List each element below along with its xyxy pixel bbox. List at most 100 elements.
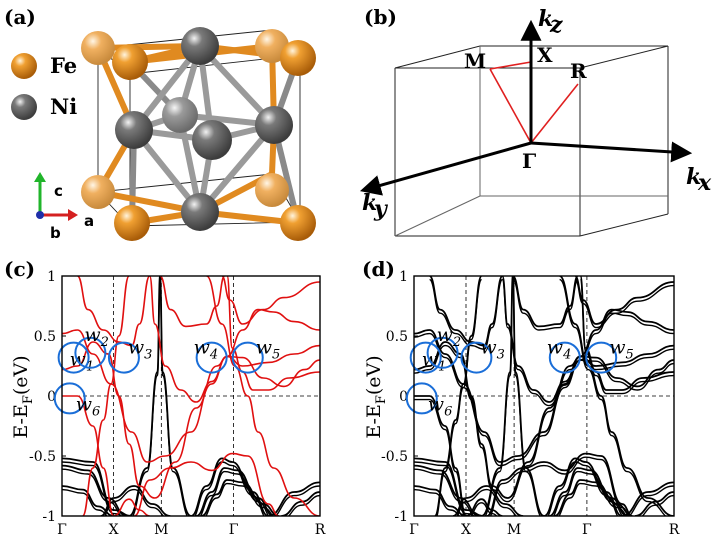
weyl-point-marker	[460, 341, 493, 374]
panel-label-d: (d)	[362, 257, 395, 281]
svg-text:z: z	[549, 12, 563, 38]
band-curve	[205, 276, 320, 516]
band-curve	[81, 276, 130, 516]
band-curve	[512, 278, 579, 331]
ni-atom	[181, 27, 219, 65]
band-curve	[436, 278, 483, 516]
svg-text:y: y	[373, 196, 389, 222]
y-tick-label: -1	[42, 509, 56, 525]
legend-ni: Ni	[11, 94, 77, 120]
x-tick-label: Γ	[57, 522, 67, 538]
svg-text:k: k	[362, 190, 377, 216]
band-curve	[287, 494, 320, 516]
bands-base	[62, 276, 320, 516]
y-tick-label: 1	[47, 269, 56, 285]
band-curve	[511, 276, 579, 328]
weyl-point-label: w5	[256, 337, 281, 363]
band-curve	[501, 278, 674, 407]
axis-b-dot	[36, 211, 44, 219]
unit-cell	[81, 27, 316, 241]
svg-text:k: k	[686, 164, 701, 190]
weyl-point-marker	[548, 341, 581, 374]
svg-text:E-EF(eV): E-EF(eV)	[10, 355, 36, 438]
legend-fe: Fe	[11, 53, 77, 79]
y-tick-label: 0.5	[34, 329, 56, 345]
x-tick-label: Γ	[229, 522, 239, 538]
weyl-point-marker	[57, 341, 90, 374]
y-tick-labels: 10.50-0.5-1	[381, 269, 418, 525]
band-curve	[62, 395, 115, 516]
fe-atom-icon	[11, 53, 37, 79]
y-axis-label: E-EF(eV)	[10, 355, 36, 438]
band-curve	[62, 464, 127, 516]
x-tick-label: Γ	[409, 522, 419, 538]
bz-label-gamma: Γ	[522, 149, 536, 173]
ni-atom	[255, 106, 293, 144]
panel-a: (a) Fe Ni	[4, 5, 316, 242]
band-curve	[428, 276, 504, 347]
ni-atom	[181, 193, 219, 231]
kx-axis	[530, 141, 693, 163]
weyl-point-marker	[74, 336, 107, 369]
bands-highlight	[62, 276, 320, 516]
band-curve	[428, 278, 504, 350]
band-curve	[195, 467, 274, 516]
band-curve	[131, 278, 161, 516]
fe-atom	[114, 205, 150, 241]
band-curve	[414, 457, 485, 516]
ni-atom	[162, 97, 198, 133]
weyl-point-label: w5	[609, 337, 634, 363]
band-curve	[414, 461, 476, 516]
x-tick-label: X	[109, 522, 119, 538]
band-curve	[484, 278, 514, 516]
bands-base	[414, 276, 674, 516]
band-curve	[414, 344, 674, 503]
weyl-point-marker	[53, 382, 86, 415]
panel-label-b: (b)	[364, 5, 397, 29]
bz-label-R: R	[570, 59, 587, 83]
ni-atom	[192, 120, 232, 160]
band-curve	[221, 276, 320, 325]
ni-atom-icon	[11, 94, 37, 120]
x-tick-label: X	[461, 522, 471, 538]
band-curve	[62, 461, 123, 516]
band-curve	[133, 452, 279, 516]
legend-ni-label: Ni	[50, 94, 77, 119]
ky-axis	[359, 141, 532, 196]
weyl-point-label: w4	[194, 337, 219, 363]
grid-lines	[62, 276, 320, 516]
x-tick-label: M	[154, 522, 168, 538]
band-curve	[512, 278, 542, 516]
panel-label-a: (a)	[4, 5, 36, 29]
y-tick-label: -0.5	[29, 449, 56, 465]
weyl-point-label: w3	[480, 337, 505, 363]
kx-label: k x	[686, 164, 712, 196]
y-tick-label: -0.5	[381, 449, 408, 465]
y-tick-label: 1	[399, 269, 408, 285]
weyl-point-marker	[231, 341, 264, 374]
axis-c-label: c	[54, 182, 63, 200]
bz-label-M: M	[464, 49, 486, 73]
fe-atom	[255, 173, 289, 207]
band-curve	[113, 498, 150, 516]
panel-label-c: (c)	[4, 257, 35, 281]
band-curve	[558, 278, 667, 516]
axis-a-label: a	[84, 212, 94, 230]
kz-label: k z	[538, 6, 563, 38]
band-curve	[558, 482, 628, 516]
fe-atom	[81, 175, 115, 209]
fe-atom	[280, 40, 316, 76]
y-tick-label: 0.5	[386, 329, 408, 345]
panel-b: (b) M X R Γ k z	[359, 5, 712, 237]
axis-a-arrowhead	[68, 209, 78, 221]
weyl-point-label: w3	[128, 337, 153, 363]
band-curve	[574, 278, 674, 329]
weyl-point-label: w4	[547, 337, 572, 363]
band-curve	[414, 468, 474, 516]
band-curve	[414, 329, 674, 463]
band-curve	[268, 481, 320, 516]
